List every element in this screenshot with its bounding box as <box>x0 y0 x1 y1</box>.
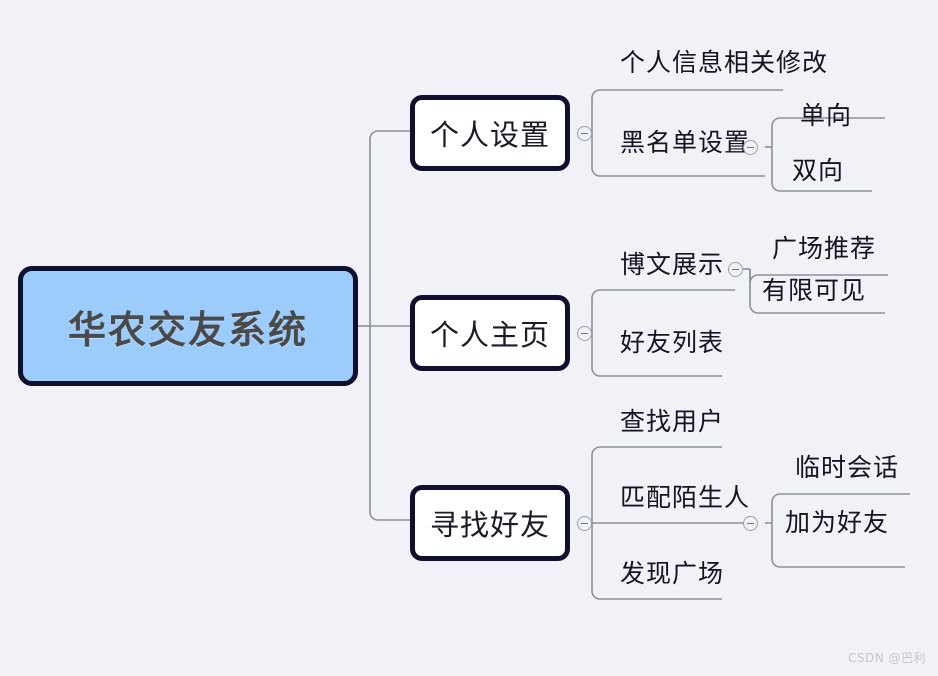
leaf-node-label: 好友列表 <box>620 328 725 357</box>
leaf-node-profile-edit[interactable]: 个人信息相关修改 <box>610 50 827 86</box>
leaf-node-label: 单向 <box>800 101 853 130</box>
branch-node-label: 个人设置 <box>429 118 550 152</box>
leaf-node-two-way[interactable]: 双向 <box>782 158 882 192</box>
branch-node-personal-homepage[interactable]: 个人主页 <box>410 295 570 371</box>
leaf-node-search-user[interactable]: 查找用户 <box>610 409 740 445</box>
collapse-toggle-blacklist-settings[interactable] <box>743 140 758 155</box>
collapse-toggle-match-stranger[interactable] <box>743 516 758 531</box>
leaf-node-add-friend[interactable]: 加为好友 <box>775 510 915 544</box>
leaf-node-label: 黑名单设置 <box>620 128 751 157</box>
leaf-node-label: 查找用户 <box>620 407 725 436</box>
leaf-node-label: 加为好友 <box>785 508 890 537</box>
leaf-node-label: 博文展示 <box>620 250 725 279</box>
root-node-label: 华农交友系统 <box>67 307 308 352</box>
root-node[interactable]: 华农交友系统 <box>18 266 358 386</box>
leaf-node-plaza-recommend[interactable]: 广场推荐 <box>762 236 902 270</box>
watermark: CSDN @巴利 <box>847 651 926 665</box>
branch-node-find-friends[interactable]: 寻找好友 <box>410 485 570 561</box>
leaf-node-label: 发现广场 <box>620 559 725 588</box>
leaf-node-blacklist-settings[interactable]: 黑名单设置 <box>610 130 760 166</box>
leaf-node-match-stranger[interactable]: 匹配陌生人 <box>610 485 770 521</box>
leaf-node-label: 广场推荐 <box>772 234 877 263</box>
collapse-toggle-post-display[interactable] <box>728 262 743 277</box>
collapse-toggle-find-friends[interactable] <box>577 516 592 531</box>
leaf-node-label: 双向 <box>792 156 845 185</box>
leaf-node-label: 临时会话 <box>795 453 900 482</box>
leaf-node-one-way[interactable]: 单向 <box>790 103 890 137</box>
collapse-toggle-personal-settings[interactable] <box>577 126 592 141</box>
leaf-node-limited-visible[interactable]: 有限可见 <box>752 278 892 312</box>
leaf-node-label: 匹配陌生人 <box>620 483 751 512</box>
leaf-node-label: 个人信息相关修改 <box>620 48 829 77</box>
leaf-node-label: 有限可见 <box>762 276 867 305</box>
leaf-node-temp-chat[interactable]: 临时会话 <box>785 455 925 489</box>
branch-node-personal-settings[interactable]: 个人设置 <box>410 95 570 171</box>
branch-node-label: 寻找好友 <box>429 508 550 542</box>
branch-node-label: 个人主页 <box>429 318 550 352</box>
leaf-node-friend-list[interactable]: 好友列表 <box>610 330 740 366</box>
collapse-toggle-personal-homepage[interactable] <box>577 326 592 341</box>
leaf-node-post-display[interactable]: 博文展示 <box>610 252 740 288</box>
leaf-node-discover-plaza[interactable]: 发现广场 <box>610 561 740 597</box>
